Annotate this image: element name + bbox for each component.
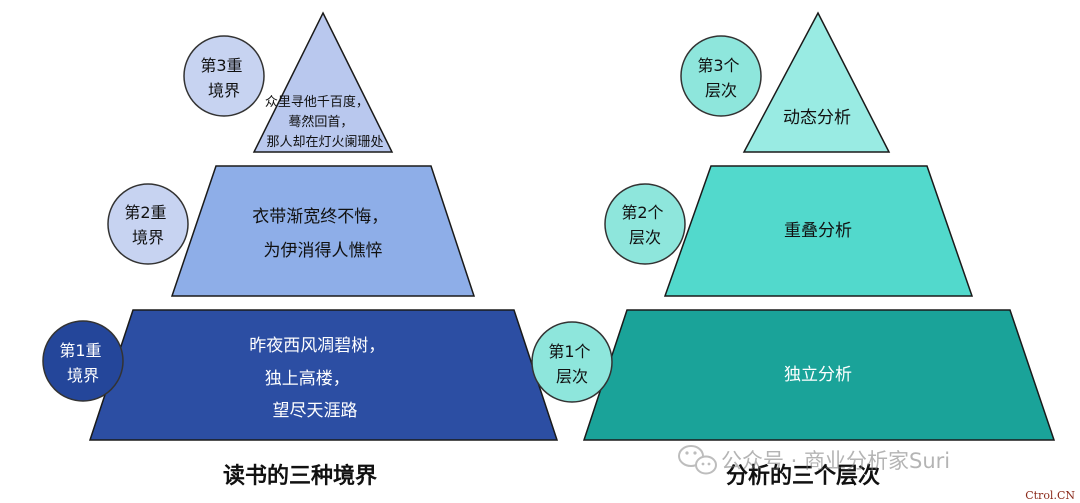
left-level-1-line-2: 独上高楼，	[265, 369, 350, 389]
left-level-3-line-3: 那人却在灯火阑珊处	[266, 135, 383, 150]
right-badge-1-line-1: 第1个	[548, 342, 590, 361]
left-level-2-shape	[170, 165, 476, 297]
right-level-3-shape	[742, 11, 891, 153]
left-badge-2-line-1: 第2重	[124, 203, 166, 222]
right-level-1-text: 独立分析	[784, 365, 852, 385]
right-badge-2-line-1: 第2个	[621, 203, 663, 222]
left-level-2-text: 衣带渐宽终不悔， 为伊消得人憔悴	[252, 207, 393, 261]
left-level-1-line-1: 昨夜西风凋碧树，	[249, 336, 385, 356]
wechat-icon	[678, 445, 717, 475]
left-badge-1-line-1: 第1重	[59, 341, 101, 360]
watermark: 公众号 · 商业分析家Suri	[678, 445, 950, 475]
svg-text:第3个 层次: 第3个 层次	[697, 56, 744, 100]
left-level-3-shape	[252, 11, 394, 153]
left-level-3-text: 众里寻他千百度， 蓦然回首， 那人却在灯火阑珊处	[265, 94, 384, 150]
left-level-1-text: 昨夜西风凋碧树， 独上高楼， 望尽天涯路	[249, 336, 390, 421]
left-badge-1: 第1重 境界	[42, 320, 124, 402]
left-badge-2-line-2: 境界	[132, 228, 164, 247]
right-badge-3-line-1: 第3个	[697, 56, 739, 75]
left-badge-3: 第3重 境界	[183, 35, 265, 117]
left-level-1-shape	[88, 309, 559, 441]
right-pyramid-title: 分析的三个层次	[726, 463, 880, 489]
left-level-1-line-3: 望尽天涯路	[273, 401, 358, 421]
right-level-1-shape	[582, 309, 1056, 441]
right-badge-3: 第3个 层次	[680, 35, 762, 117]
left-level-3-line-1: 众里寻他千百度，	[265, 94, 369, 110]
right-badge-1-line-2: 层次	[556, 367, 588, 386]
left-pyramid-title: 读书的三种境界	[223, 463, 377, 489]
left-badge-2: 第2重 境界	[107, 183, 189, 265]
left-level-3-line-2: 蓦然回首，	[288, 114, 353, 130]
right-level-2-text: 重叠分析	[784, 221, 852, 241]
watermark-text: 公众号 · 商业分析家Suri	[721, 449, 950, 473]
right-level-2-shape	[663, 165, 974, 297]
right-level-3-text: 动态分析	[783, 108, 851, 128]
svg-text:第1重 境界: 第1重 境界	[59, 341, 106, 385]
right-badge-3-line-2: 层次	[705, 81, 737, 100]
left-badge-3-line-2: 境界	[208, 81, 240, 100]
left-badge-3-line-1: 第3重	[200, 56, 242, 75]
right-badge-2-line-2: 层次	[629, 228, 661, 247]
left-pyramid: 昨夜西风凋碧树， 独上高楼， 望尽天涯路 衣带渐宽终不悔， 为伊消得人憔悴 众里…	[42, 11, 559, 489]
left-level-2-line-1: 衣带渐宽终不悔，	[252, 207, 388, 227]
svg-text:第3重 境界: 第3重 境界	[200, 56, 247, 100]
svg-text:第2个 层次: 第2个 层次	[621, 203, 668, 247]
right-pyramid: 独立分析 重叠分析 动态分析 第1个 层次 第2个 层次 第3个 层次	[531, 11, 1056, 489]
svg-text:第2重 境界: 第2重 境界	[124, 203, 171, 247]
svg-text:第1个 层次: 第1个 层次	[548, 342, 595, 386]
left-level-2-line-2: 为伊消得人憔悴	[264, 241, 383, 261]
right-badge-1: 第1个 层次	[531, 321, 613, 403]
left-badge-1-line-2: 境界	[67, 366, 99, 385]
credit-text: Ctrol.CN	[1025, 489, 1075, 502]
right-badge-2: 第2个 层次	[604, 183, 686, 265]
